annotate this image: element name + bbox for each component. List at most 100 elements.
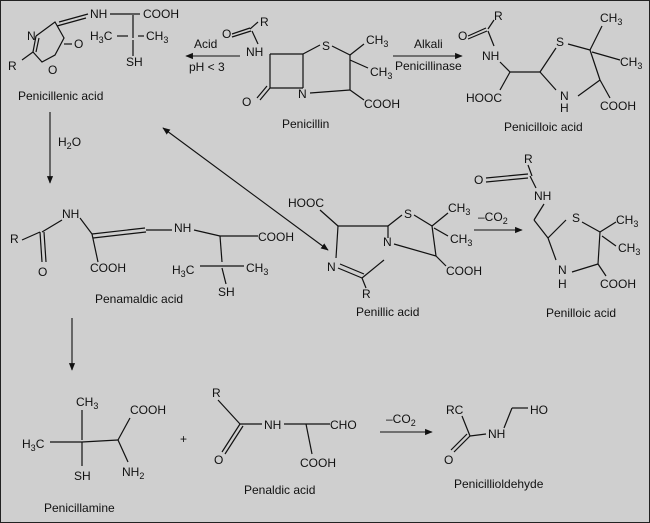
atom-RC: RC <box>446 403 464 417</box>
label-penillic-acid: Penillic acid <box>356 305 419 319</box>
atom-COOH: COOH <box>258 230 294 244</box>
atom-R: R <box>362 287 371 301</box>
label-ph: pH < 3 <box>189 60 225 74</box>
atom-H: H <box>560 101 569 115</box>
atom-SH: SH <box>218 285 235 299</box>
atom-O: O <box>48 63 57 77</box>
atom-NH: NH <box>174 221 191 235</box>
atom-N: N <box>558 263 567 277</box>
atom-HOOC: HOOC <box>288 196 324 210</box>
atom-NH: NH <box>246 45 263 59</box>
atom-O: O <box>444 453 453 467</box>
arrow-penicillenic-penillic <box>162 127 329 251</box>
atom-S: S <box>322 39 330 53</box>
plus-sign: + <box>180 432 187 446</box>
atom-N: N <box>27 29 36 43</box>
atom-S: S <box>404 207 412 221</box>
atom-NH: NH <box>62 207 79 221</box>
atom-NH: NH <box>488 427 505 441</box>
atom-NH: NH <box>264 418 281 432</box>
atom-NH: NH <box>482 49 499 63</box>
atom-CH3: CH3 <box>616 213 638 229</box>
atom-NH: NH <box>90 7 107 21</box>
atom-R: R <box>524 152 533 166</box>
atom-O: O <box>242 95 251 109</box>
penilloic-acid-structure: R O NH S N H CH3 CH3 COOH Penilloic acid <box>474 152 640 320</box>
atom-CH3: CH3 <box>448 201 470 217</box>
atom-HO: HO <box>530 403 548 417</box>
label-penicilloaldehyde: Penicillioldehyde <box>454 477 544 491</box>
atom-CH3: CH3 <box>600 11 622 27</box>
penicillin-structure: O R NH O N S CH3 CH3 COOH Penicillin <box>222 15 400 131</box>
label-minus-co2: –CO2 <box>386 412 416 428</box>
penaldic-acid-structure: R O NH CHO COOH Penaldic acid <box>212 386 357 497</box>
atom-R: R <box>212 386 221 400</box>
atom-CH3: CH3 <box>618 241 640 257</box>
penicilloaldehyde-structure: RC O NH HO Penicillioldehyde <box>444 403 548 491</box>
atom-R: R <box>494 9 503 23</box>
penamaldic-acid-structure: R O NH COOH NH COOH H3C CH3 SH Penamaldi… <box>10 207 294 306</box>
atom-H: H <box>558 277 567 291</box>
atom-O: O <box>214 453 223 467</box>
arrow-hydrolysis: H2O <box>46 112 81 184</box>
atom-O: O <box>458 29 467 43</box>
atom-CH3: CH3 <box>246 261 268 277</box>
atom-NH: NH <box>534 189 551 203</box>
atom-CH3: CH3 <box>76 395 98 411</box>
label-alkali: Alkali <box>414 37 443 51</box>
atom-O: O <box>474 173 483 187</box>
arrow-alkali: Alkali Penicillinase <box>393 37 463 73</box>
label-penicillenic-acid: Penicillenic acid <box>18 89 103 103</box>
atom-CH3: CH3 <box>370 65 392 81</box>
atom-H3C: H3C <box>90 29 113 45</box>
label-water: H2O <box>58 135 81 151</box>
arrow-decarboxylation-2: –CO2 <box>380 412 433 436</box>
atom-R: R <box>8 59 17 73</box>
atom-COOH: COOH <box>90 261 126 275</box>
atom-COOH: COOH <box>600 277 636 291</box>
label-penilloic-acid: Penilloic acid <box>546 306 616 320</box>
label-acid: Acid <box>194 37 217 51</box>
atom-COOH: COOH <box>143 7 179 21</box>
atom-COOH: COOH <box>364 97 400 111</box>
atom-R: R <box>260 15 269 29</box>
atom-O: O <box>222 27 231 41</box>
atom-SH: SH <box>126 55 143 69</box>
atom-N: N <box>560 89 569 103</box>
label-penicillin: Penicillin <box>282 117 329 131</box>
atom-S: S <box>556 35 564 49</box>
atom-S: S <box>572 211 580 225</box>
label-penamaldic-acid: Penamaldic acid <box>95 292 183 306</box>
penicilloic-acid-structure: O R NH HOOC S N H CH3 CH3 COOH Penicillo… <box>458 9 642 134</box>
label-penicillamine: Penicillamine <box>44 501 115 515</box>
atom-CH3: CH3 <box>620 55 642 71</box>
arrow-acid: Acid pH < 3 <box>185 37 240 74</box>
atom-COOH: COOH <box>446 264 482 278</box>
atom-CH3: CH3 <box>450 232 472 248</box>
atom-R: R <box>10 232 19 246</box>
atom-COOH: COOH <box>300 456 336 470</box>
atom-CHO: CHO <box>330 418 357 432</box>
label-penaldic-acid: Penaldic acid <box>244 483 315 497</box>
penicillenic-acid-structure: N R O O NH COOH H3C CH3 SH Penicillenic … <box>8 7 179 103</box>
atom-H3C: H3C <box>22 437 45 453</box>
atom-HOOC: HOOC <box>466 91 502 105</box>
arrow-decarboxylation-1: –CO2 <box>474 210 523 234</box>
atom-CH3: CH3 <box>366 33 388 49</box>
label-penicillinase: Penicillinase <box>395 59 462 73</box>
atom-N: N <box>298 87 307 101</box>
atom-N: N <box>383 235 392 249</box>
penillic-acid-structure: HOOC N R N S CH3 CH3 COOH Penillic acid <box>288 196 482 319</box>
atom-H3C: H3C <box>172 263 195 279</box>
atom-SH: SH <box>74 469 91 483</box>
atom-O: O <box>38 265 47 279</box>
atom-CH3: CH3 <box>146 29 168 45</box>
atom-COOH: COOH <box>130 403 166 417</box>
penicillamine-structure: CH3 H3C COOH SH NH2 Penicillamine <box>22 395 166 515</box>
label-minus-co2: –CO2 <box>478 210 508 226</box>
label-penicilloic-acid: Penicilloic acid <box>504 120 583 134</box>
atom-O: O <box>74 37 83 51</box>
atom-NH2: NH2 <box>122 465 144 481</box>
atom-COOH: COOH <box>600 99 636 113</box>
